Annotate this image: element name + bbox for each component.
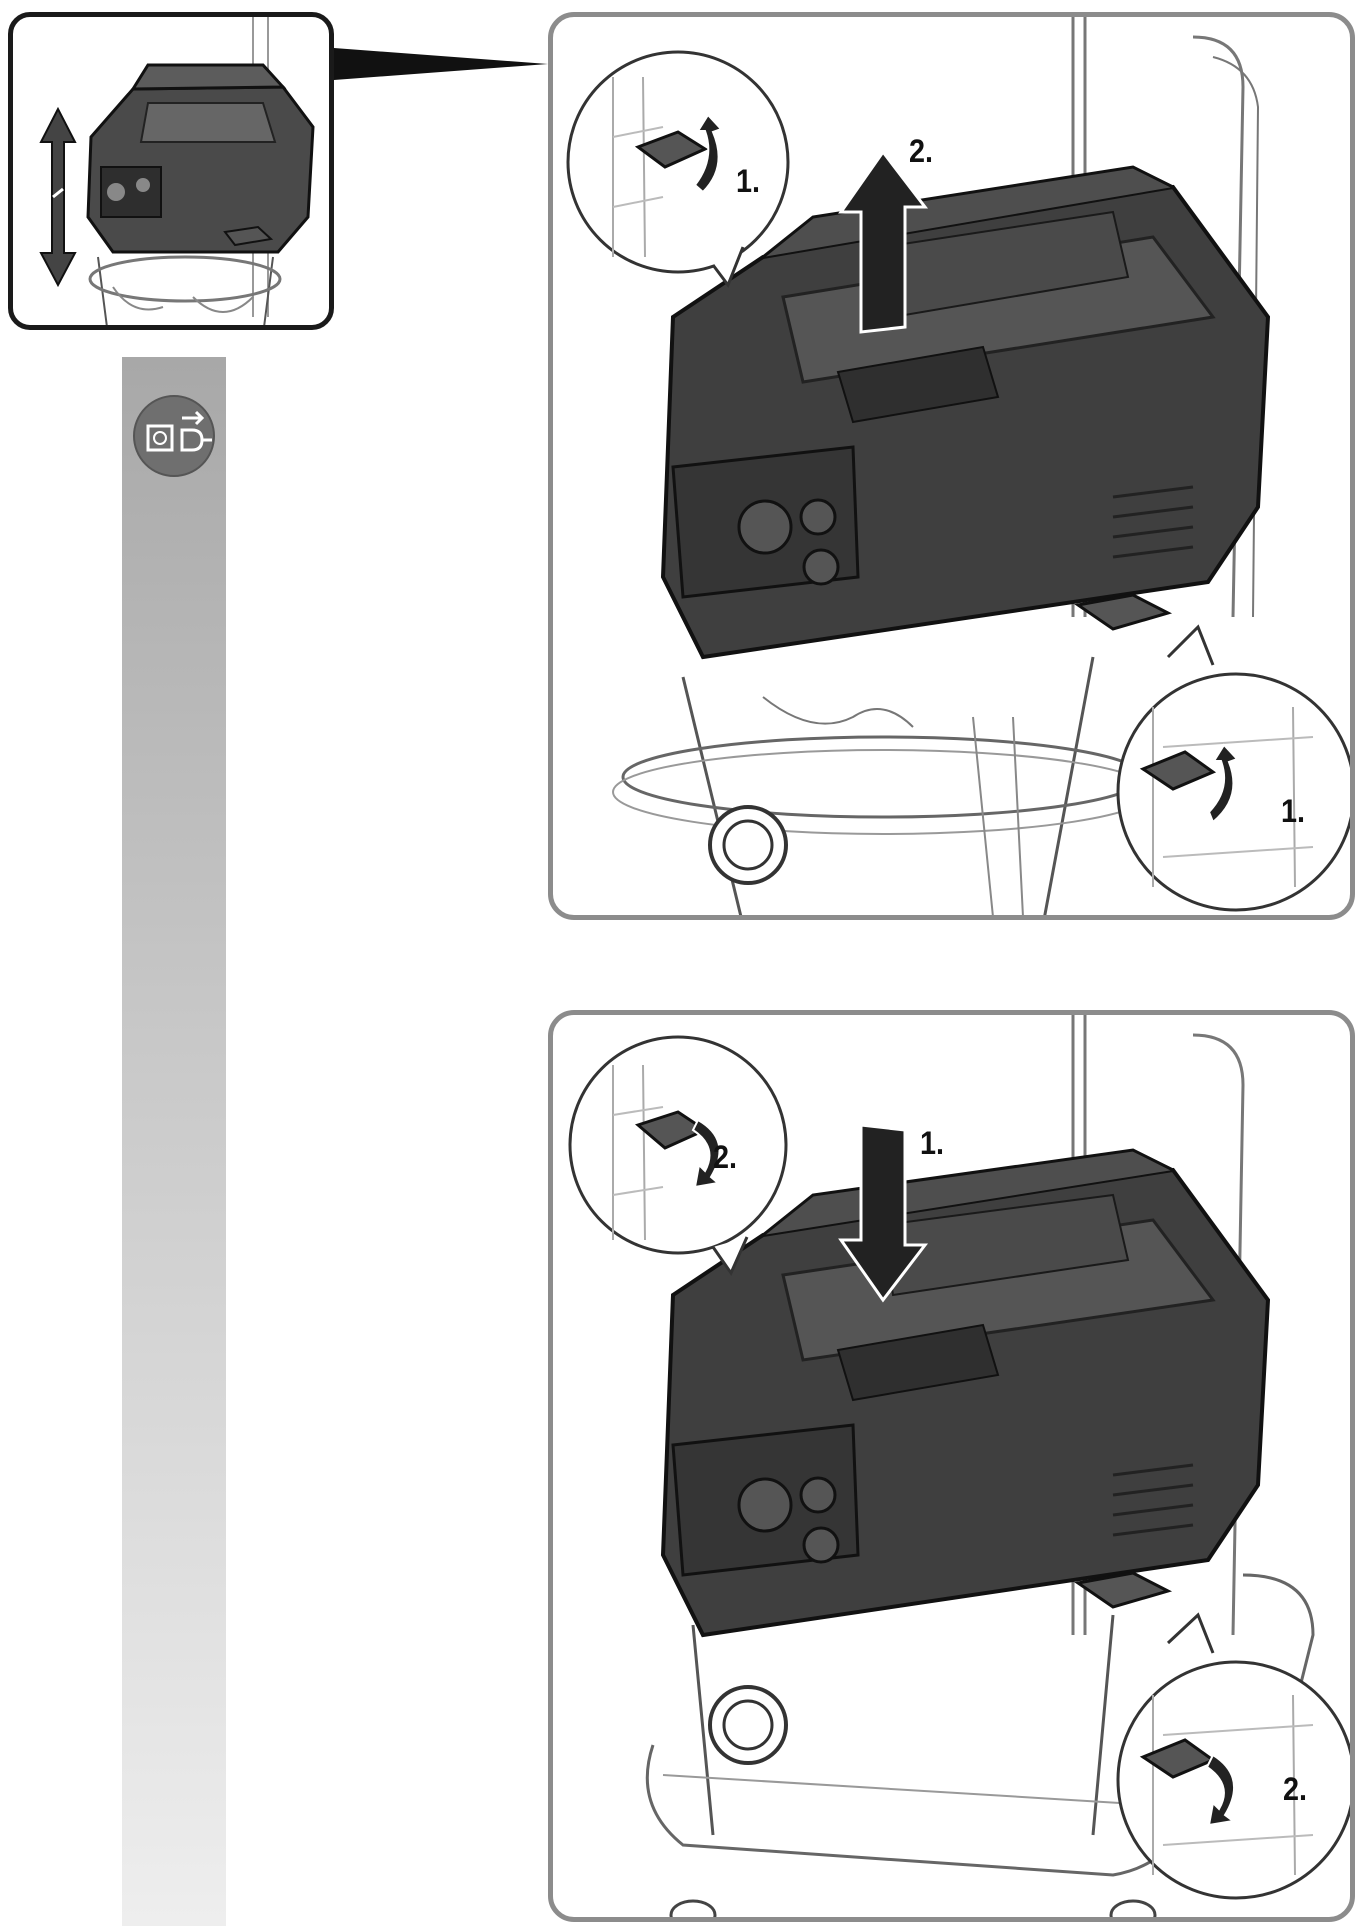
overview-vacuum-illustration xyxy=(86,17,315,325)
step-label-right-detail: 2. xyxy=(1283,1771,1308,1807)
step-label-main: 2. xyxy=(909,133,934,169)
step-label-main: 1. xyxy=(920,1125,945,1161)
overview-thumbnail xyxy=(8,12,334,330)
step-label-left-detail: 2. xyxy=(713,1139,738,1175)
panel-attach-head: 1. 2. 2. xyxy=(548,1010,1355,1922)
latch-detail-lower-right xyxy=(1116,1612,1350,1900)
panel-remove-head: 2. 1. 1. xyxy=(548,12,1355,920)
step-label-right-detail: 1. xyxy=(1281,793,1306,829)
double-vertical-arrow-icon xyxy=(39,106,77,288)
sidebar-strip xyxy=(122,357,226,1926)
step-label-left-detail: 1. xyxy=(736,163,761,199)
remove-head-illustration xyxy=(612,17,1271,915)
latch-detail-upper-left xyxy=(566,50,790,289)
attach-head-illustration xyxy=(645,1015,1315,1917)
latch-detail-upper-left xyxy=(568,1035,788,1277)
latch-detail-lower-right xyxy=(1116,624,1350,912)
